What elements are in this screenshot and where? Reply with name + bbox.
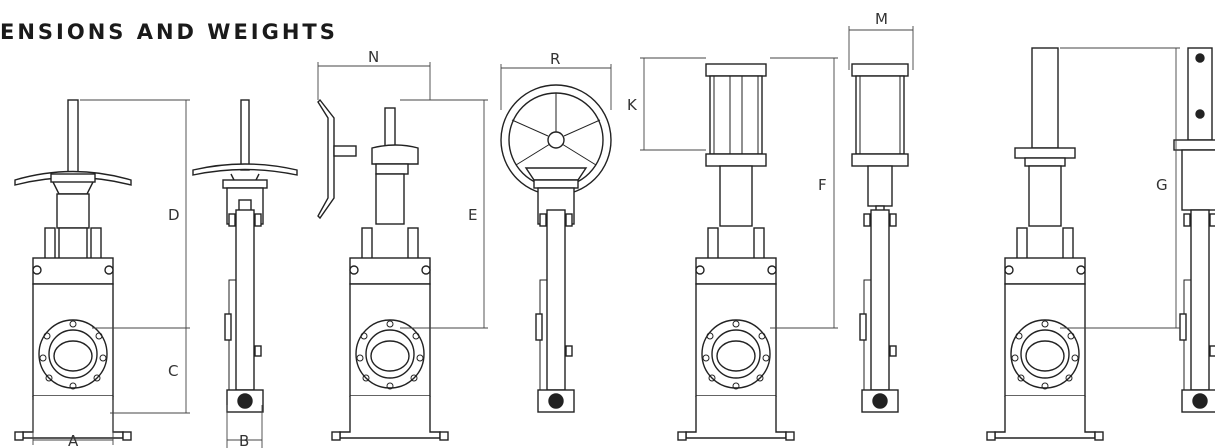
dim-label-c: C <box>168 362 178 380</box>
dim-label-f: F <box>818 176 827 194</box>
dim-label-r: R <box>550 50 560 68</box>
pneumatic-front-view <box>677 63 795 441</box>
gearbox-front-view <box>317 98 449 441</box>
dim-label-k: K <box>627 96 638 114</box>
dim-label-b: B <box>239 432 249 448</box>
dim-label-n: N <box>368 48 379 66</box>
dim-label-d: D <box>168 206 180 224</box>
dim-label-e: E <box>468 206 477 224</box>
dim-label-m: M <box>875 10 888 28</box>
handwheel-side-view <box>192 99 298 413</box>
gearbox-side-view <box>500 84 612 413</box>
bare-stem-side-view <box>1173 47 1215 413</box>
pneumatic-side-view <box>851 63 909 413</box>
page-title: ENSIONS AND WEIGHTS <box>0 20 338 44</box>
dim-label-a: A <box>68 432 79 448</box>
bare-stem-front-view <box>986 47 1104 441</box>
dim-label-g: G <box>1156 176 1168 194</box>
handwheel-front-view <box>14 99 132 441</box>
dimension-lines <box>32 26 1180 448</box>
